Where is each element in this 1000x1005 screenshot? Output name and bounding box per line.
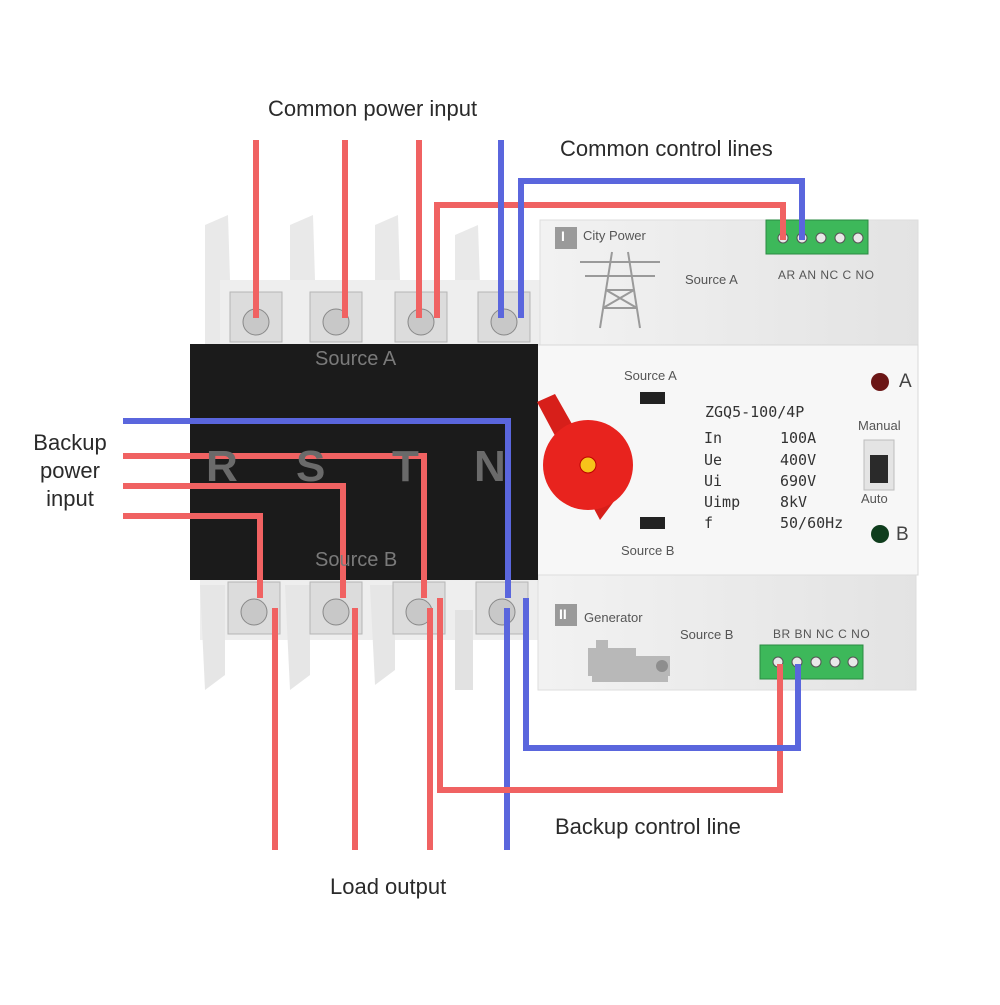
load-output-wires: [272, 608, 510, 850]
bottom-module-name: Generator: [584, 610, 643, 625]
window-source-a-label: Source A: [624, 368, 677, 383]
spec-key-in: In: [704, 429, 723, 447]
phase-s-letter: S: [296, 442, 326, 491]
common-control-lines-label: Common control lines: [560, 136, 773, 161]
spec-key-ue: Ue: [704, 451, 723, 469]
common-power-input-label: Common power input: [268, 96, 478, 121]
bottom-terminal-labels: BR BN NC C NO: [773, 627, 871, 641]
rotary-handle[interactable]: [537, 394, 633, 520]
top-terminal-labels: AR AN NC C NO: [778, 268, 875, 282]
housing-source-a-text: Source A: [315, 348, 397, 370]
mode-auto-label: Auto: [861, 491, 888, 506]
spec-value-ue: 400V: [780, 451, 817, 469]
housing-source-b-text: Source B: [315, 549, 398, 571]
breaker-black-housing: [190, 344, 538, 580]
backup-control-line-wires: [437, 598, 801, 793]
generator-icon: [588, 640, 670, 682]
model-number: ZGQ5-100/4P: [705, 403, 805, 421]
spec-value-f: 50/60Hz: [780, 514, 844, 532]
phase-t-letter: T: [392, 442, 419, 491]
indicator-a-label: A: [899, 371, 912, 392]
spec-key-f: f: [704, 514, 714, 532]
bottom-control-terminal-block: [759, 644, 864, 680]
indicator-b-label: B: [896, 524, 909, 545]
backup-power-input-wires: [123, 418, 511, 598]
spec-value-ui: 690V: [780, 472, 817, 490]
top-module-name: City Power: [583, 228, 646, 243]
common-power-input-wires: [253, 140, 786, 318]
phase-r-letter: R: [206, 442, 238, 491]
bottom-terminal-screws: [227, 581, 529, 635]
top-module-source: Source A: [685, 272, 738, 287]
load-output-label: Load output: [330, 874, 447, 899]
window-source-b-label: Source B: [621, 543, 675, 558]
common-control-line-wires: [498, 140, 805, 318]
mode-manual-label: Manual: [858, 418, 901, 433]
backup-power-input-label-3: input: [46, 486, 94, 511]
phase-n-letter: N: [474, 442, 506, 491]
spec-key-ui: Ui: [704, 472, 723, 490]
top-module-roman: I: [561, 228, 565, 244]
backup-power-input-label-2: power: [40, 458, 100, 483]
bottom-module-source: Source B: [680, 627, 734, 642]
spec-value-uimp: 8kV: [780, 493, 808, 511]
spec-value-in: 100A: [780, 429, 817, 447]
backup-control-line-label: Backup control line: [555, 814, 741, 839]
bottom-module-roman: II: [559, 606, 567, 622]
spec-key-uimp: Uimp: [704, 493, 741, 511]
power-pylon-icon: [580, 251, 660, 329]
backup-power-input-label-1: Backup: [33, 430, 107, 455]
